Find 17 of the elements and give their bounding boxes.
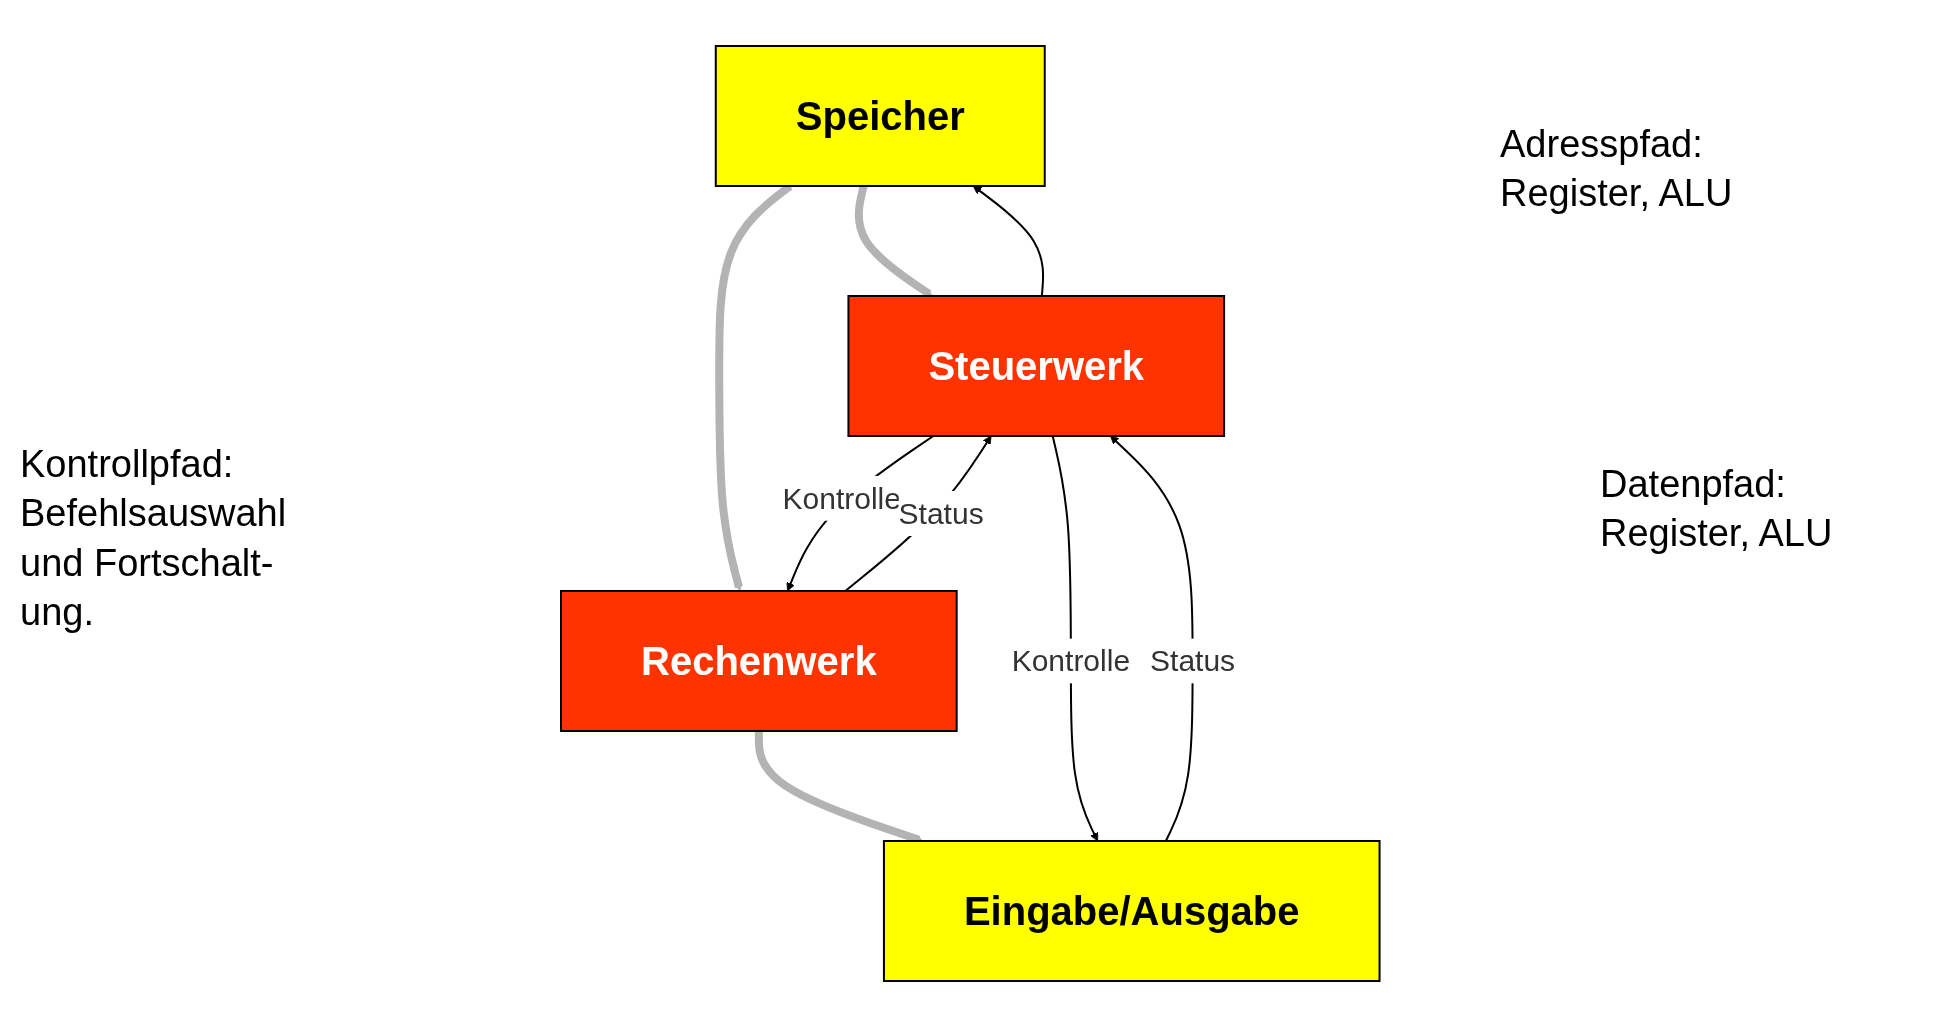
node-box: Speicher (714, 44, 1046, 187)
arrow (754, 730, 924, 843)
arrow (844, 435, 992, 592)
edge-label: Status (898, 496, 984, 530)
node-box: Eingabe/Ausgabe (882, 839, 1381, 982)
node-box: Rechenwerk (559, 589, 958, 732)
edge-label: Kontrolle (1011, 643, 1130, 677)
annotation-text: Kontrollpfad: Befehlsauswahl und Fortschalt- ung. (20, 442, 288, 636)
edge-label: Kontrolle (782, 481, 901, 515)
arrow (854, 184, 933, 297)
annotation-text: Adresspfad: Register, ALU (1500, 122, 1734, 217)
annotation-text: Datenpfad: Register, ALU (1600, 462, 1834, 557)
edge-label: Status (1149, 643, 1235, 677)
arrow (1051, 434, 1098, 841)
arrow (1109, 435, 1194, 842)
node-box: Steuerwerk (847, 294, 1225, 437)
arrow (972, 185, 1044, 297)
